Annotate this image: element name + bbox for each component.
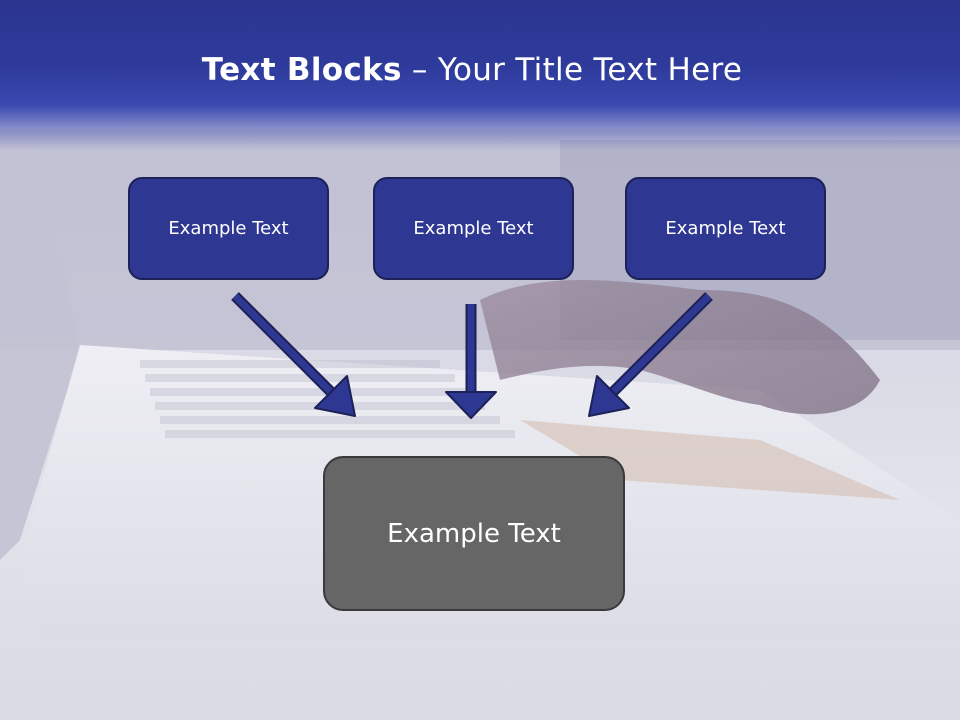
slide-title: Text Blocks – Your Title Text Here xyxy=(0,52,944,88)
text-block-3-label: Example Text xyxy=(665,218,786,239)
text-block-3[interactable]: Example Text xyxy=(625,177,826,280)
title-bold: Text Blocks xyxy=(201,52,402,88)
text-block-1[interactable]: Example Text xyxy=(128,177,329,280)
target-text-block[interactable]: Example Text xyxy=(323,456,625,611)
title-dash: – xyxy=(401,52,438,88)
text-block-2[interactable]: Example Text xyxy=(373,177,574,280)
title-rest: Your Title Text Here xyxy=(437,52,743,88)
text-block-2-label: Example Text xyxy=(413,218,534,239)
title-bar xyxy=(0,0,960,150)
target-text-block-label: Example Text xyxy=(387,518,561,549)
text-block-1-label: Example Text xyxy=(168,218,289,239)
